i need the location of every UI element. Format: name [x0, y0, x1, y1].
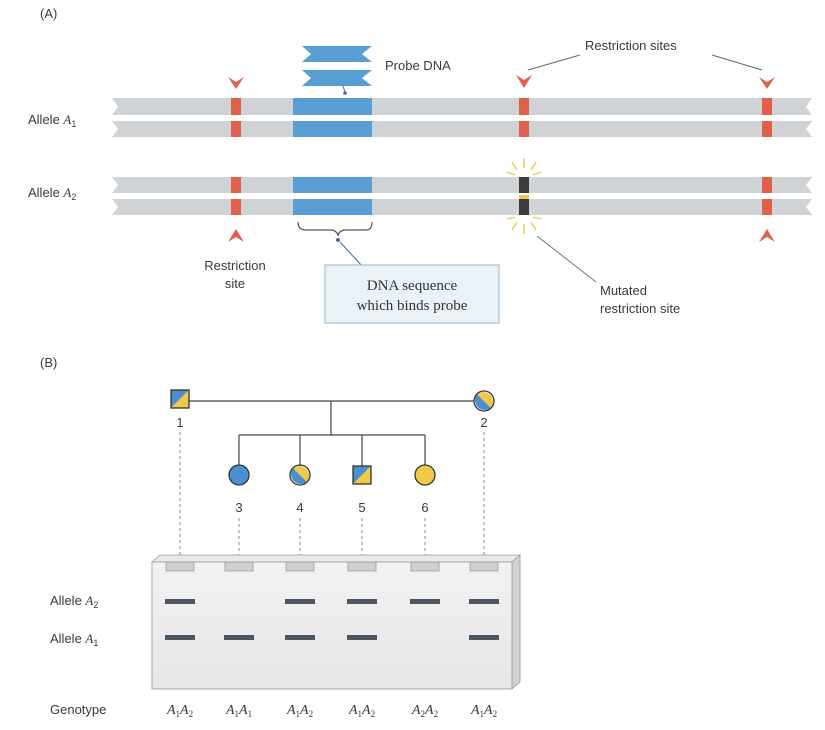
cut-arrow-a2-right [759, 229, 775, 242]
pedigree-lines [189, 400, 474, 466]
individual-5-number: 5 [358, 500, 365, 515]
pedigree-individual-6 [414, 464, 436, 486]
probe-dna-icon [302, 46, 372, 95]
genotype-lane-1: A1A2 [166, 703, 193, 719]
lane-connector-lines [179, 432, 485, 562]
mutated-label-line2: restriction site [600, 301, 680, 316]
genotype-lane-5: A2A2 [411, 703, 438, 719]
individual-2-number: 2 [480, 415, 487, 430]
binding-region-brace [297, 221, 373, 237]
gel-band-a2-lane-1 [165, 599, 195, 604]
pedigree-individual-3 [228, 464, 250, 486]
pedigree-individual-5 [352, 465, 372, 485]
pedigree-individual-1 [170, 389, 190, 409]
gel-band-a2-lane-4 [347, 599, 377, 604]
restriction-sites-label: Restriction sites [585, 38, 677, 53]
gel-band-a2-lane-5 [410, 599, 440, 604]
cut-arrow-a1-left [228, 77, 244, 89]
genotype-label: Genotype [50, 702, 106, 717]
gel-band-a2-lane-6 [469, 599, 499, 604]
gel-band-a1-lane-6 [469, 635, 499, 640]
cut-arrow-a2-left [228, 229, 244, 242]
gel-row-label-a2: Allele A2 [50, 593, 98, 610]
probe-dna-label: Probe DNA [385, 58, 451, 73]
gel-band-a1-lane-3 [285, 635, 315, 640]
allele-a2-dna [112, 177, 812, 215]
individual-3-number: 3 [235, 500, 242, 515]
gel-slab [150, 554, 522, 690]
individual-6-number: 6 [421, 500, 428, 515]
brace-dot [336, 238, 340, 242]
gel-band-a2-lane-3 [285, 599, 315, 604]
genotype-lane-3: A1A2 [286, 703, 313, 719]
allele-a1-label: Allele A1 [28, 112, 76, 129]
genotype-row: A1A2 A1A1 A1A2 A1A2 A2A2 A1A2 [166, 703, 497, 719]
binding-box-line2: which binds probe [357, 298, 468, 314]
cut-arrow-a1-right [759, 77, 775, 89]
restriction-sites-leader-2 [711, 54, 763, 71]
brace-leader [339, 241, 363, 267]
restriction-site-label-line2: site [225, 276, 245, 291]
mutation-sparkle-icon [506, 158, 542, 234]
binding-box-line1: DNA sequence [367, 278, 458, 294]
panel-a-label: (A) [40, 6, 57, 21]
mutated-label-line1: Mutated [600, 283, 647, 298]
individual-1-number: 1 [176, 415, 183, 430]
mutated-site-leader [536, 235, 597, 283]
panel-b-label: (B) [40, 355, 57, 370]
gel-band-a1-lane-2 [224, 635, 254, 640]
gel-bands [165, 599, 499, 640]
binding-sequence-box [324, 264, 500, 324]
cut-arrow-a1-mid [516, 75, 532, 88]
genotype-lane-4: A1A2 [348, 703, 375, 719]
restriction-sites-leader-1 [527, 54, 581, 71]
gel-band-a1-lane-4 [347, 635, 377, 640]
genotype-lane-6: A1A2 [470, 703, 497, 719]
genotype-lane-2: A1A1 [225, 703, 252, 719]
allele-a1-dna [112, 98, 812, 137]
pedigree-individual-4 [289, 464, 311, 486]
pedigree-individual-2 [473, 390, 495, 412]
gel-band-a1-lane-1 [165, 635, 195, 640]
gel-row-label-a1: Allele A1 [50, 631, 98, 648]
allele-a2-label: Allele A2 [28, 185, 76, 202]
individual-4-number: 4 [296, 500, 303, 515]
restriction-site-label-line1: Restriction [204, 258, 265, 273]
